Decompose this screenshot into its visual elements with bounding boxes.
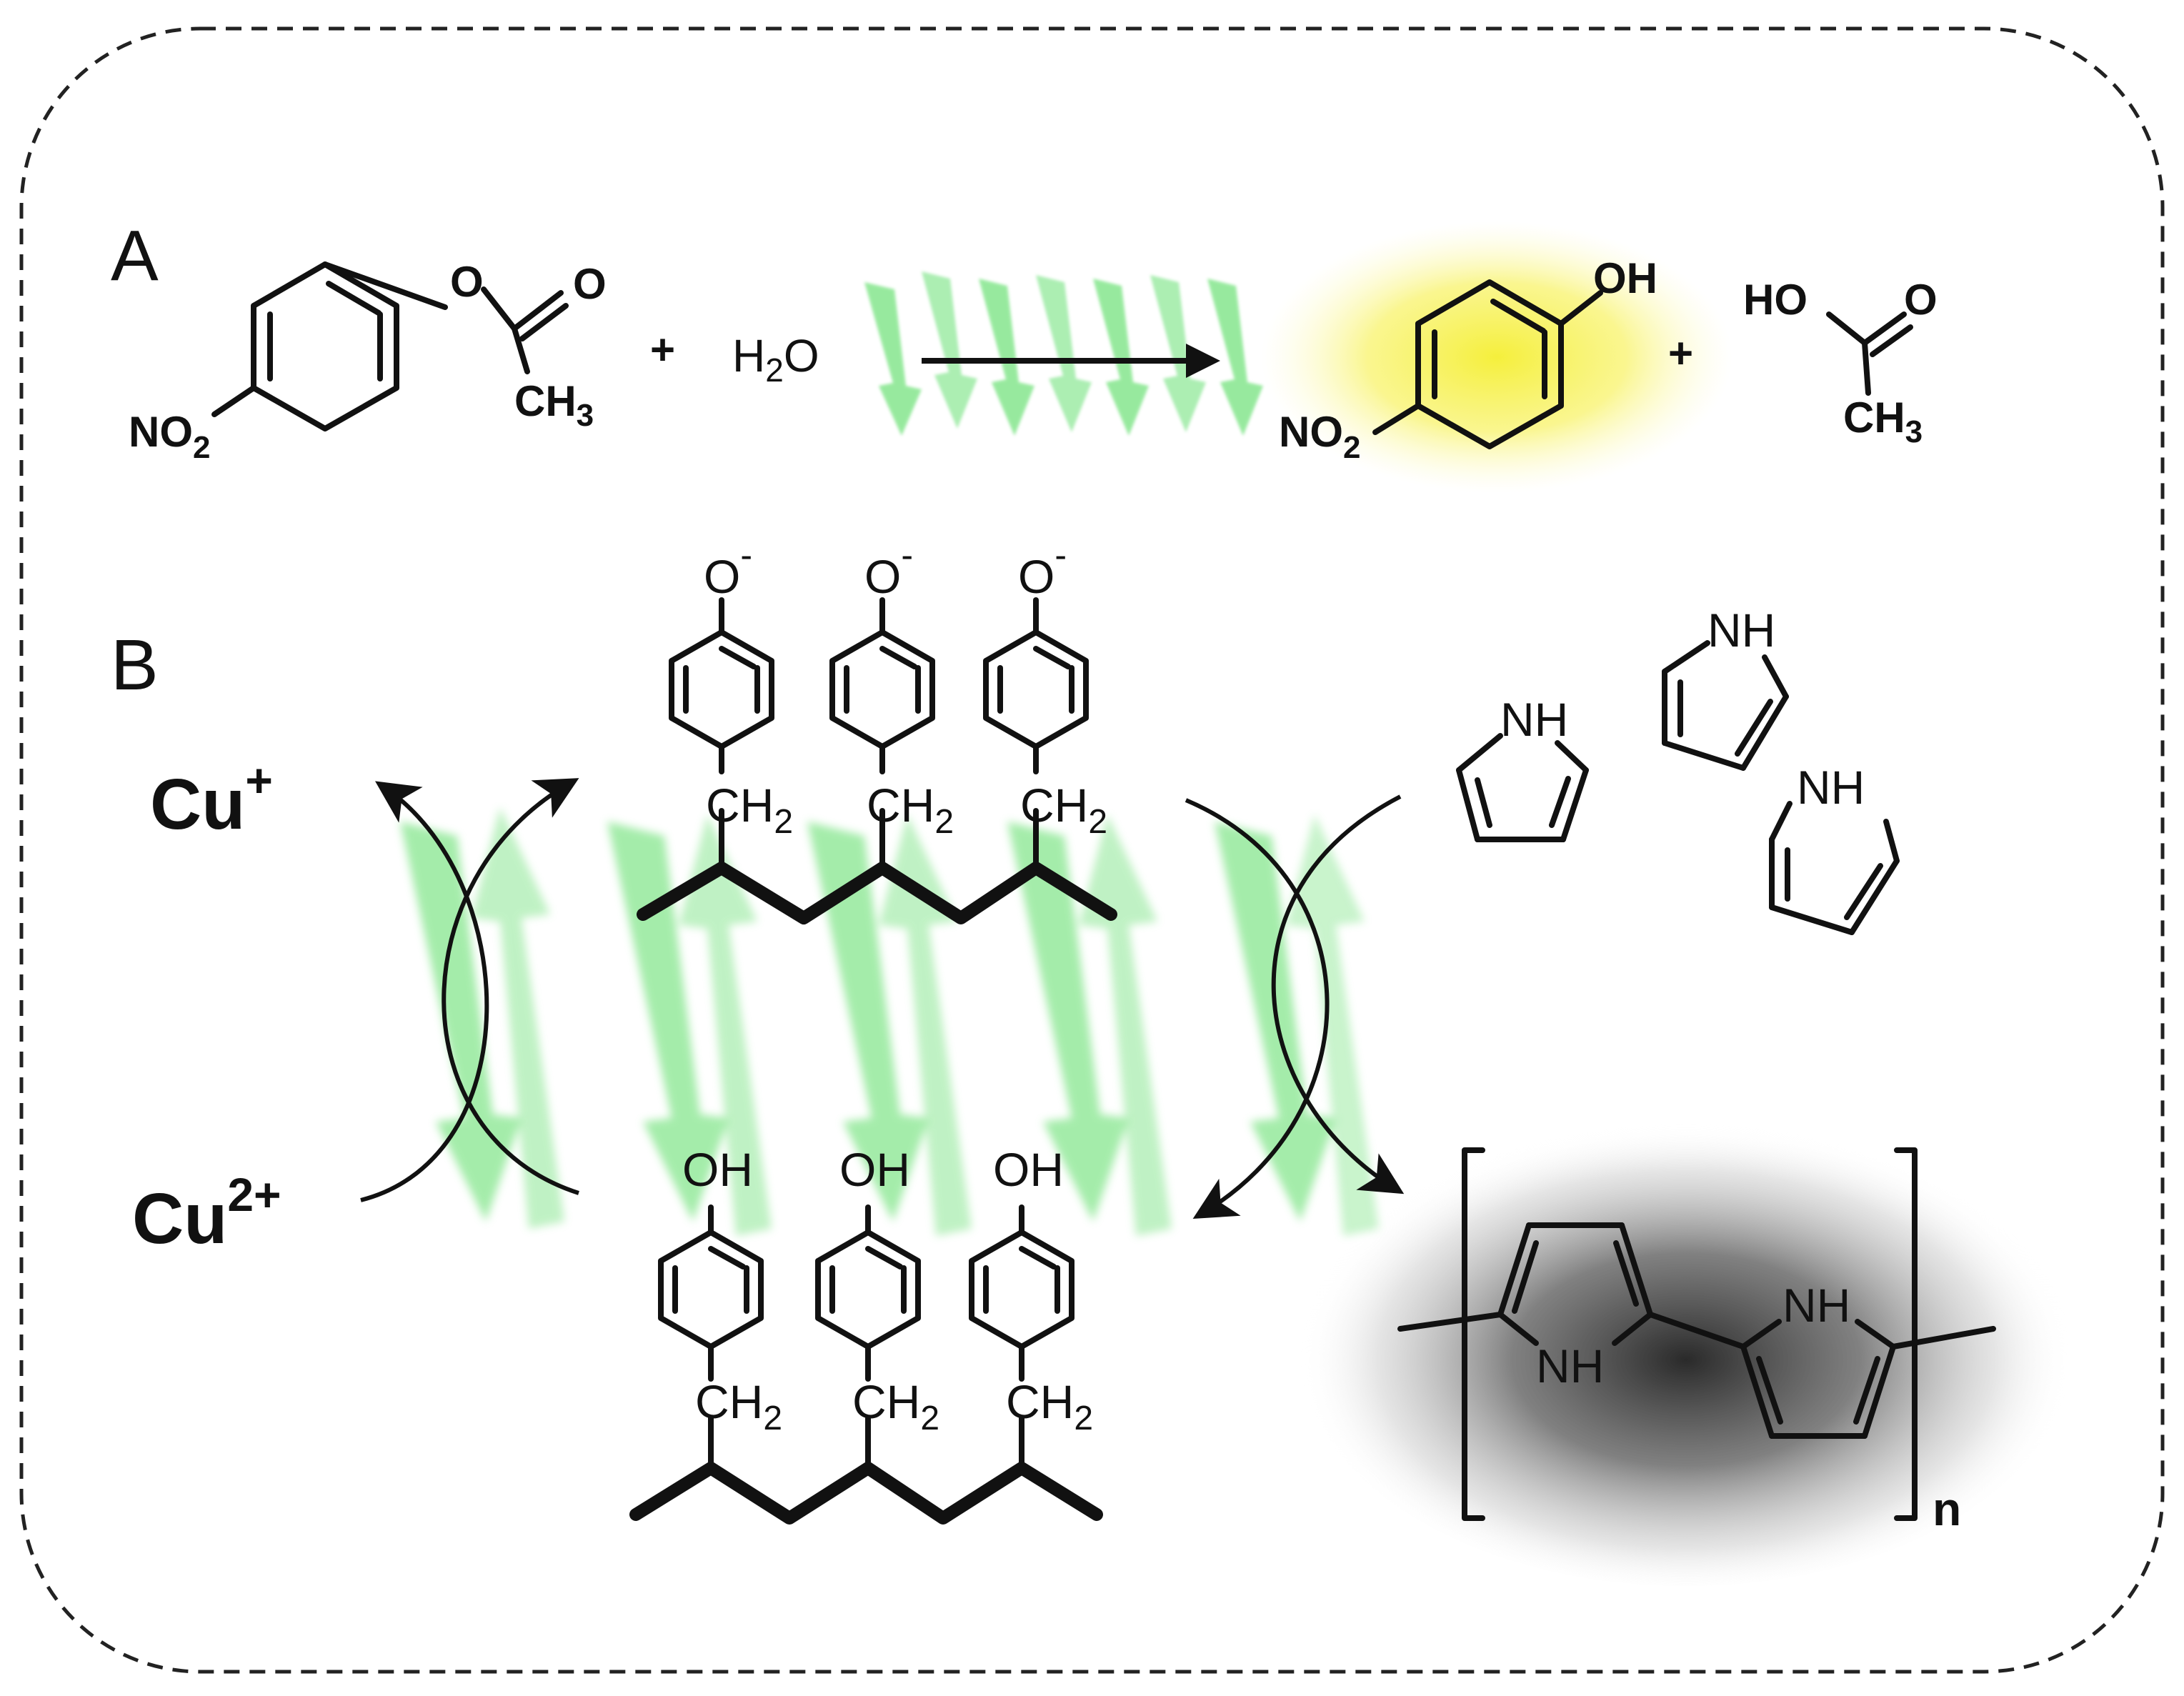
cu-2plus-symbol: Cu — [132, 1179, 227, 1259]
methylene-2-ch: CH — [867, 779, 934, 832]
polypyrrole-nh-right: NH — [1782, 1279, 1850, 1332]
ester-oxygen: O — [450, 258, 484, 306]
cu-reduction-arrow — [442, 778, 579, 1195]
repeat-unit-n: n — [1933, 1482, 1961, 1535]
dashed-frame — [19, 26, 2165, 1674]
cu-plus-symbol: Cu — [150, 764, 245, 844]
phenoxide-3-o: O — [1018, 550, 1054, 603]
acid-methyl-text: CH — [1843, 394, 1905, 442]
carbonyl-oxygen: O — [573, 260, 607, 308]
acetate-methyl: CH3 — [514, 377, 594, 433]
methylene-1-ch: CH — [706, 779, 774, 832]
methylene-3-sub: 2 — [1088, 803, 1107, 841]
pyrrole-2-nh: NH — [1707, 604, 1775, 657]
methylene-1-sub: 2 — [774, 803, 793, 841]
product-nitro: NO2 — [1279, 408, 1360, 465]
methylene-6: CH2 — [1006, 1375, 1093, 1437]
methylene-4: CH2 — [695, 1375, 782, 1437]
reduced-polymer: OH OH OH CH2 CH2 CH2 — [629, 1143, 1103, 1525]
beta-sheet-scaffold — [400, 807, 1379, 1236]
oxidized-polymer: O- O- O- CH2 CH2 CH2 — [637, 535, 1117, 924]
methylene-4-sub: 2 — [763, 1400, 782, 1437]
phenoxide-1: O- — [704, 535, 752, 603]
nitrophenol-product: OH NO2 — [1261, 221, 1732, 493]
water-sub: 2 — [765, 351, 784, 389]
methylene-3: CH2 — [1020, 779, 1107, 841]
phenoxide-3-charge: - — [1054, 535, 1067, 575]
pyrrole-1-nh: NH — [1500, 693, 1568, 746]
acid-carbonyl-oxygen: O — [1904, 276, 1938, 324]
panel-a-letter: A — [111, 216, 159, 296]
cu-plus-label: Cu+ — [150, 754, 273, 844]
water-h: H — [732, 330, 765, 381]
panel-a: A O O CH3 NO2 + H2O — [111, 216, 1938, 493]
pyrrole-oxidation-arrow-1 — [1185, 798, 1330, 1219]
cu-plus-charge: + — [245, 754, 273, 807]
phenol-1: OH — [682, 1143, 753, 1196]
methylene-2: CH2 — [867, 779, 954, 841]
beta-sheet-catalyst — [864, 271, 1263, 436]
yellow-glow — [1261, 221, 1732, 493]
cu-2plus-label: Cu2+ — [132, 1168, 281, 1259]
reactant-nitro-sub: 2 — [193, 430, 210, 465]
nitrophenyl-acetate: O O CH3 NO2 — [129, 258, 607, 465]
water-label: H2O — [732, 330, 819, 389]
panel-b: B Cu+ Cu2+ — [111, 535, 2072, 1586]
methylene-3-ch: CH — [1020, 779, 1088, 832]
methylene-5-sub: 2 — [920, 1400, 939, 1437]
phenoxide-1-o: O — [704, 550, 740, 603]
product-nitro-text: NO — [1279, 408, 1343, 456]
polymer-glow — [1300, 1114, 2072, 1586]
methylene-4-ch: CH — [695, 1375, 763, 1428]
methylene-2-sub: 2 — [934, 803, 954, 841]
methylene-5: CH2 — [852, 1375, 939, 1437]
phenoxide-2-o: O — [864, 550, 901, 603]
product-hydroxyl: OH — [1593, 254, 1657, 302]
reactant-nitro: NO2 — [129, 408, 210, 465]
polypyrrole: n NH NH — [1300, 1114, 2072, 1586]
panel-b-letter: B — [111, 625, 159, 705]
pyrrole-3: NH — [1769, 761, 1900, 935]
methylene-5-ch: CH — [852, 1375, 920, 1428]
acetate-methyl-sub: 3 — [577, 398, 594, 433]
acetic-acid: HO O CH3 — [1743, 276, 1938, 449]
phenoxide-3: O- — [1018, 535, 1067, 603]
phenoxide-1-charge: - — [740, 535, 752, 575]
acid-methyl: CH3 — [1843, 394, 1923, 449]
cu-oxidation-arrow — [360, 781, 489, 1202]
phenoxide-2-charge: - — [901, 535, 913, 575]
polypyrrole-nh-left: NH — [1536, 1340, 1604, 1392]
methylene-6-sub: 2 — [1074, 1400, 1093, 1437]
water-o: O — [784, 330, 819, 381]
product-nitro-sub: 2 — [1343, 430, 1360, 465]
pyrrole-oxidation-arrow-2 — [1271, 794, 1405, 1194]
plus-sign-1: + — [650, 326, 675, 374]
pyrrole-1: NH — [1456, 693, 1589, 842]
phenol-2: OH — [839, 1143, 910, 1196]
acetate-methyl-text: CH — [514, 377, 577, 425]
acid-methyl-sub: 3 — [1905, 414, 1923, 449]
plus-sign-2: + — [1668, 329, 1693, 377]
pyrrole-2: NH — [1662, 604, 1789, 771]
cu-2plus-charge: 2+ — [227, 1168, 281, 1221]
methylene-6-ch: CH — [1006, 1375, 1074, 1428]
acid-hydroxyl: HO — [1743, 276, 1807, 324]
pyrrole-monomers: NH NH NH — [1456, 604, 1900, 935]
reactant-nitro-text: NO — [129, 408, 193, 456]
phenoxide-2: O- — [864, 535, 913, 603]
pyrrole-3-nh: NH — [1797, 761, 1865, 814]
phenol-3: OH — [993, 1143, 1064, 1196]
methylene-1: CH2 — [706, 779, 793, 841]
